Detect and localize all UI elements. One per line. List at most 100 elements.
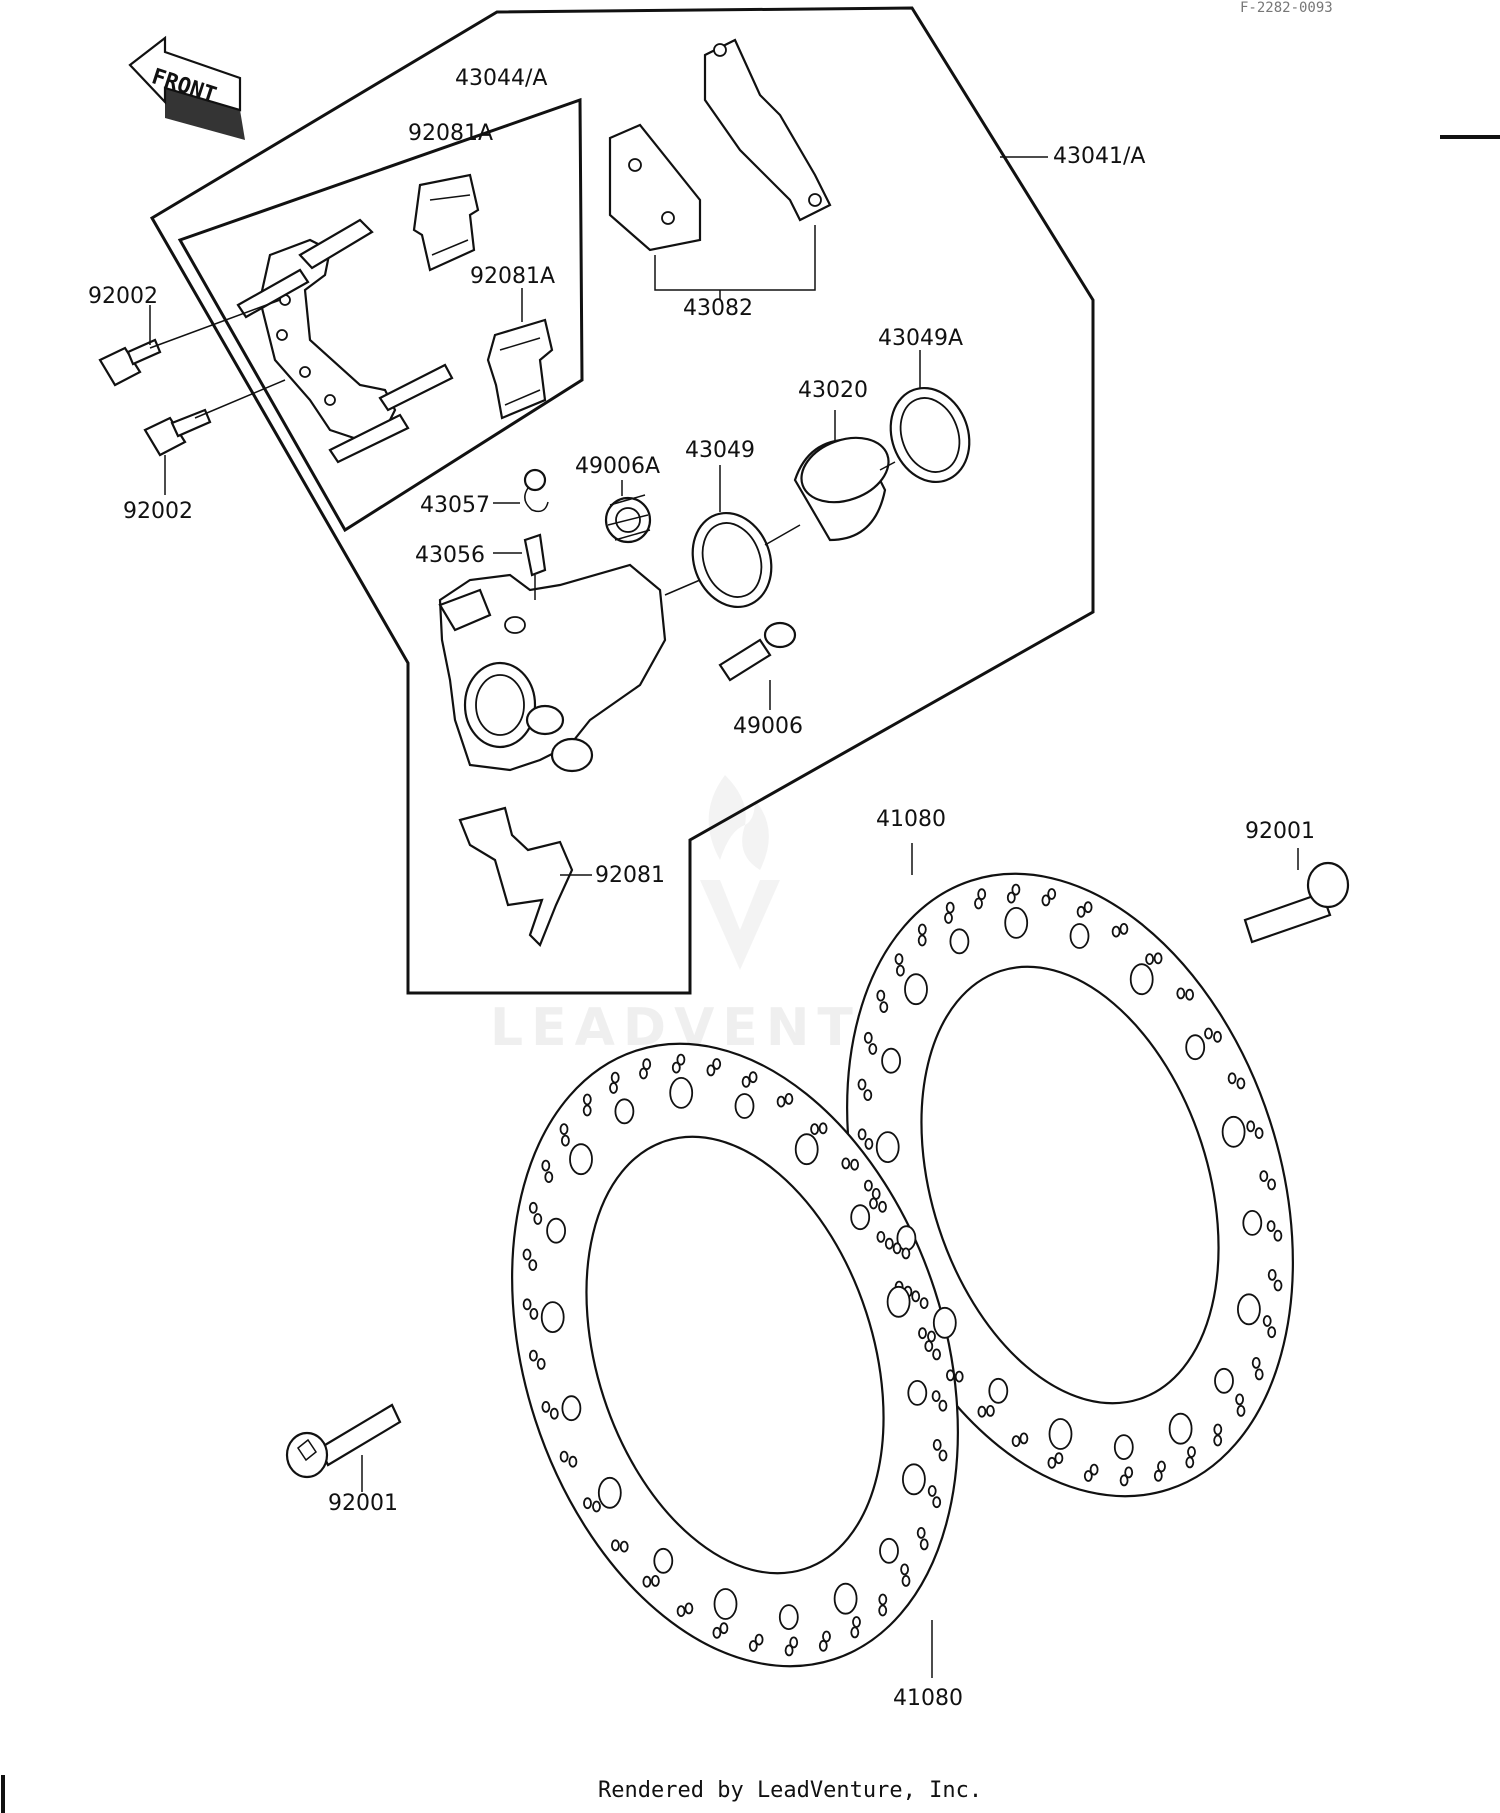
rotor-hole-large (1214, 1367, 1234, 1394)
rotor-hole-small (927, 1485, 937, 1497)
rotor-hole-small (938, 1399, 948, 1412)
part-label-92001-right[interactable]: 92001 (1245, 819, 1315, 844)
rotor-hole-small (536, 1358, 546, 1370)
rotor-hole-small (919, 1297, 929, 1309)
rotor-hole-large (932, 1306, 957, 1339)
rotor-hole-small (1235, 1393, 1244, 1406)
rotor-hole-large (546, 1217, 566, 1244)
rotor-hole-large (734, 1093, 755, 1119)
part-label-43041a[interactable]: 43041/A (1053, 144, 1145, 169)
part-label-92081[interactable]: 92081 (595, 863, 665, 888)
rotor-hole-large (1168, 1412, 1193, 1445)
rotor-hole-large (879, 1537, 899, 1564)
part-label-41080-top[interactable]: 41080 (876, 807, 946, 832)
rotor-hole-small (974, 897, 983, 910)
dust-boot-49006a (604, 494, 652, 544)
rotor-hole-small (822, 1630, 831, 1643)
rotor-hole-small (1019, 1432, 1029, 1445)
rotor-hole-small (568, 1455, 578, 1468)
rotor-hole-small (1119, 923, 1129, 935)
rotor-hole-small (544, 1171, 554, 1183)
rotor-hole-small (559, 1123, 569, 1135)
disc-holes (522, 883, 1283, 1657)
part-label-41080-bottom[interactable]: 41080 (893, 1686, 963, 1711)
rotor-hole-small (944, 912, 953, 924)
rotor-hole-small (1089, 1463, 1099, 1476)
rotor-hole-small (676, 1053, 686, 1066)
rotor-hole-small (901, 1575, 911, 1587)
rotor-hole-small (522, 1298, 532, 1311)
brake-disc-41080-upper (846, 872, 1294, 1498)
part-label-43020[interactable]: 43020 (798, 378, 868, 403)
part-label-43057[interactable]: 43057 (420, 493, 490, 518)
part-label-43044a[interactable]: 43044/A (455, 66, 547, 91)
rotor-hole-small (879, 1001, 889, 1013)
part-label-92002-bottom[interactable]: 92002 (123, 499, 193, 524)
rotor-hole-small (850, 1626, 860, 1639)
rotor-hole-small (1185, 988, 1194, 1001)
rotor-hole-small (1111, 925, 1121, 938)
rotor-hole-small (559, 1450, 569, 1463)
part-label-92001-left[interactable]: 92001 (328, 1491, 398, 1516)
rotor-hole-small (619, 1540, 629, 1553)
rotor-hole-small (938, 1449, 948, 1462)
rotor-hole-small (582, 1093, 592, 1106)
rotor-hole-large (1237, 1293, 1261, 1326)
part-label-49006a[interactable]: 49006A (575, 454, 660, 479)
rotor-hole-small (1006, 891, 1016, 904)
rotor-hole-small (852, 1616, 861, 1628)
bleeder-cap-43057 (523, 468, 549, 513)
rotor-hole-small (1054, 1452, 1064, 1465)
rotor-hole-large (540, 1301, 565, 1333)
part-label-43049a[interactable]: 43049A (878, 326, 963, 351)
part-label-43082[interactable]: 43082 (683, 296, 753, 321)
brake-pad-rear (703, 38, 832, 222)
rotor-hole-small (1267, 1178, 1276, 1191)
rotor-hole-large (988, 1377, 1009, 1404)
rotor-hole-small (916, 1527, 926, 1539)
rotor-hole-small (592, 1500, 601, 1513)
rotor-hole-large (1004, 907, 1029, 939)
rotor-hole-small (911, 1290, 921, 1303)
rotor-hole-small (850, 1158, 859, 1171)
rotor-hole-small (583, 1497, 592, 1510)
rotor-hole-small (776, 1095, 786, 1108)
rotor-hole-small (932, 1496, 942, 1509)
rotor-hole-small (1119, 1474, 1129, 1487)
rotor-hole-small (864, 1138, 874, 1150)
rotor-hole-small (876, 989, 886, 1002)
rotor-hole-small (818, 1639, 828, 1652)
rotor-hole-small (639, 1067, 648, 1080)
dust-seal-43049a (889, 386, 971, 484)
rotor-hole-small (1153, 952, 1163, 965)
rotor-hole-large (1069, 923, 1090, 949)
kit-frame-43041a (149, 6, 1095, 995)
part-label-49006[interactable]: 49006 (733, 714, 803, 739)
part-label-43056[interactable]: 43056 (415, 543, 485, 568)
rotor-hole-small (754, 1633, 764, 1646)
bracket-frame-43044a (177, 97, 584, 533)
rotor-hole-small (857, 1128, 867, 1141)
pad-spring-upper (412, 173, 480, 272)
rotor-hole-large (1221, 1115, 1246, 1148)
rotor-hole-small (1259, 1170, 1269, 1182)
brake-pad-front (608, 123, 702, 252)
bolt-92002-top (98, 338, 162, 387)
rotor-hole-small (919, 1538, 929, 1551)
part-label-43049[interactable]: 43049 (685, 438, 755, 463)
part-label-92081a-mid[interactable]: 92081A (470, 264, 555, 289)
rotor-hole-large (949, 928, 970, 955)
part-label-92002-top[interactable]: 92002 (88, 284, 158, 309)
rotor-hole-small (878, 1200, 887, 1213)
diagram-code: F-2282-0093 (1240, 0, 1333, 16)
rotor-hole-small (1254, 1368, 1264, 1381)
rotor-hole-small (522, 1248, 532, 1261)
rotor-hole-small (651, 1575, 660, 1587)
rotor-hole-small (719, 1622, 729, 1635)
rotor-hole-small (784, 1644, 794, 1657)
part-label-92081a-top[interactable]: 92081A (408, 121, 493, 146)
disc-bolt-92001-left (285, 1403, 402, 1479)
rotor-hole-small (884, 1237, 894, 1250)
rotor-hole-small (1262, 1315, 1272, 1327)
